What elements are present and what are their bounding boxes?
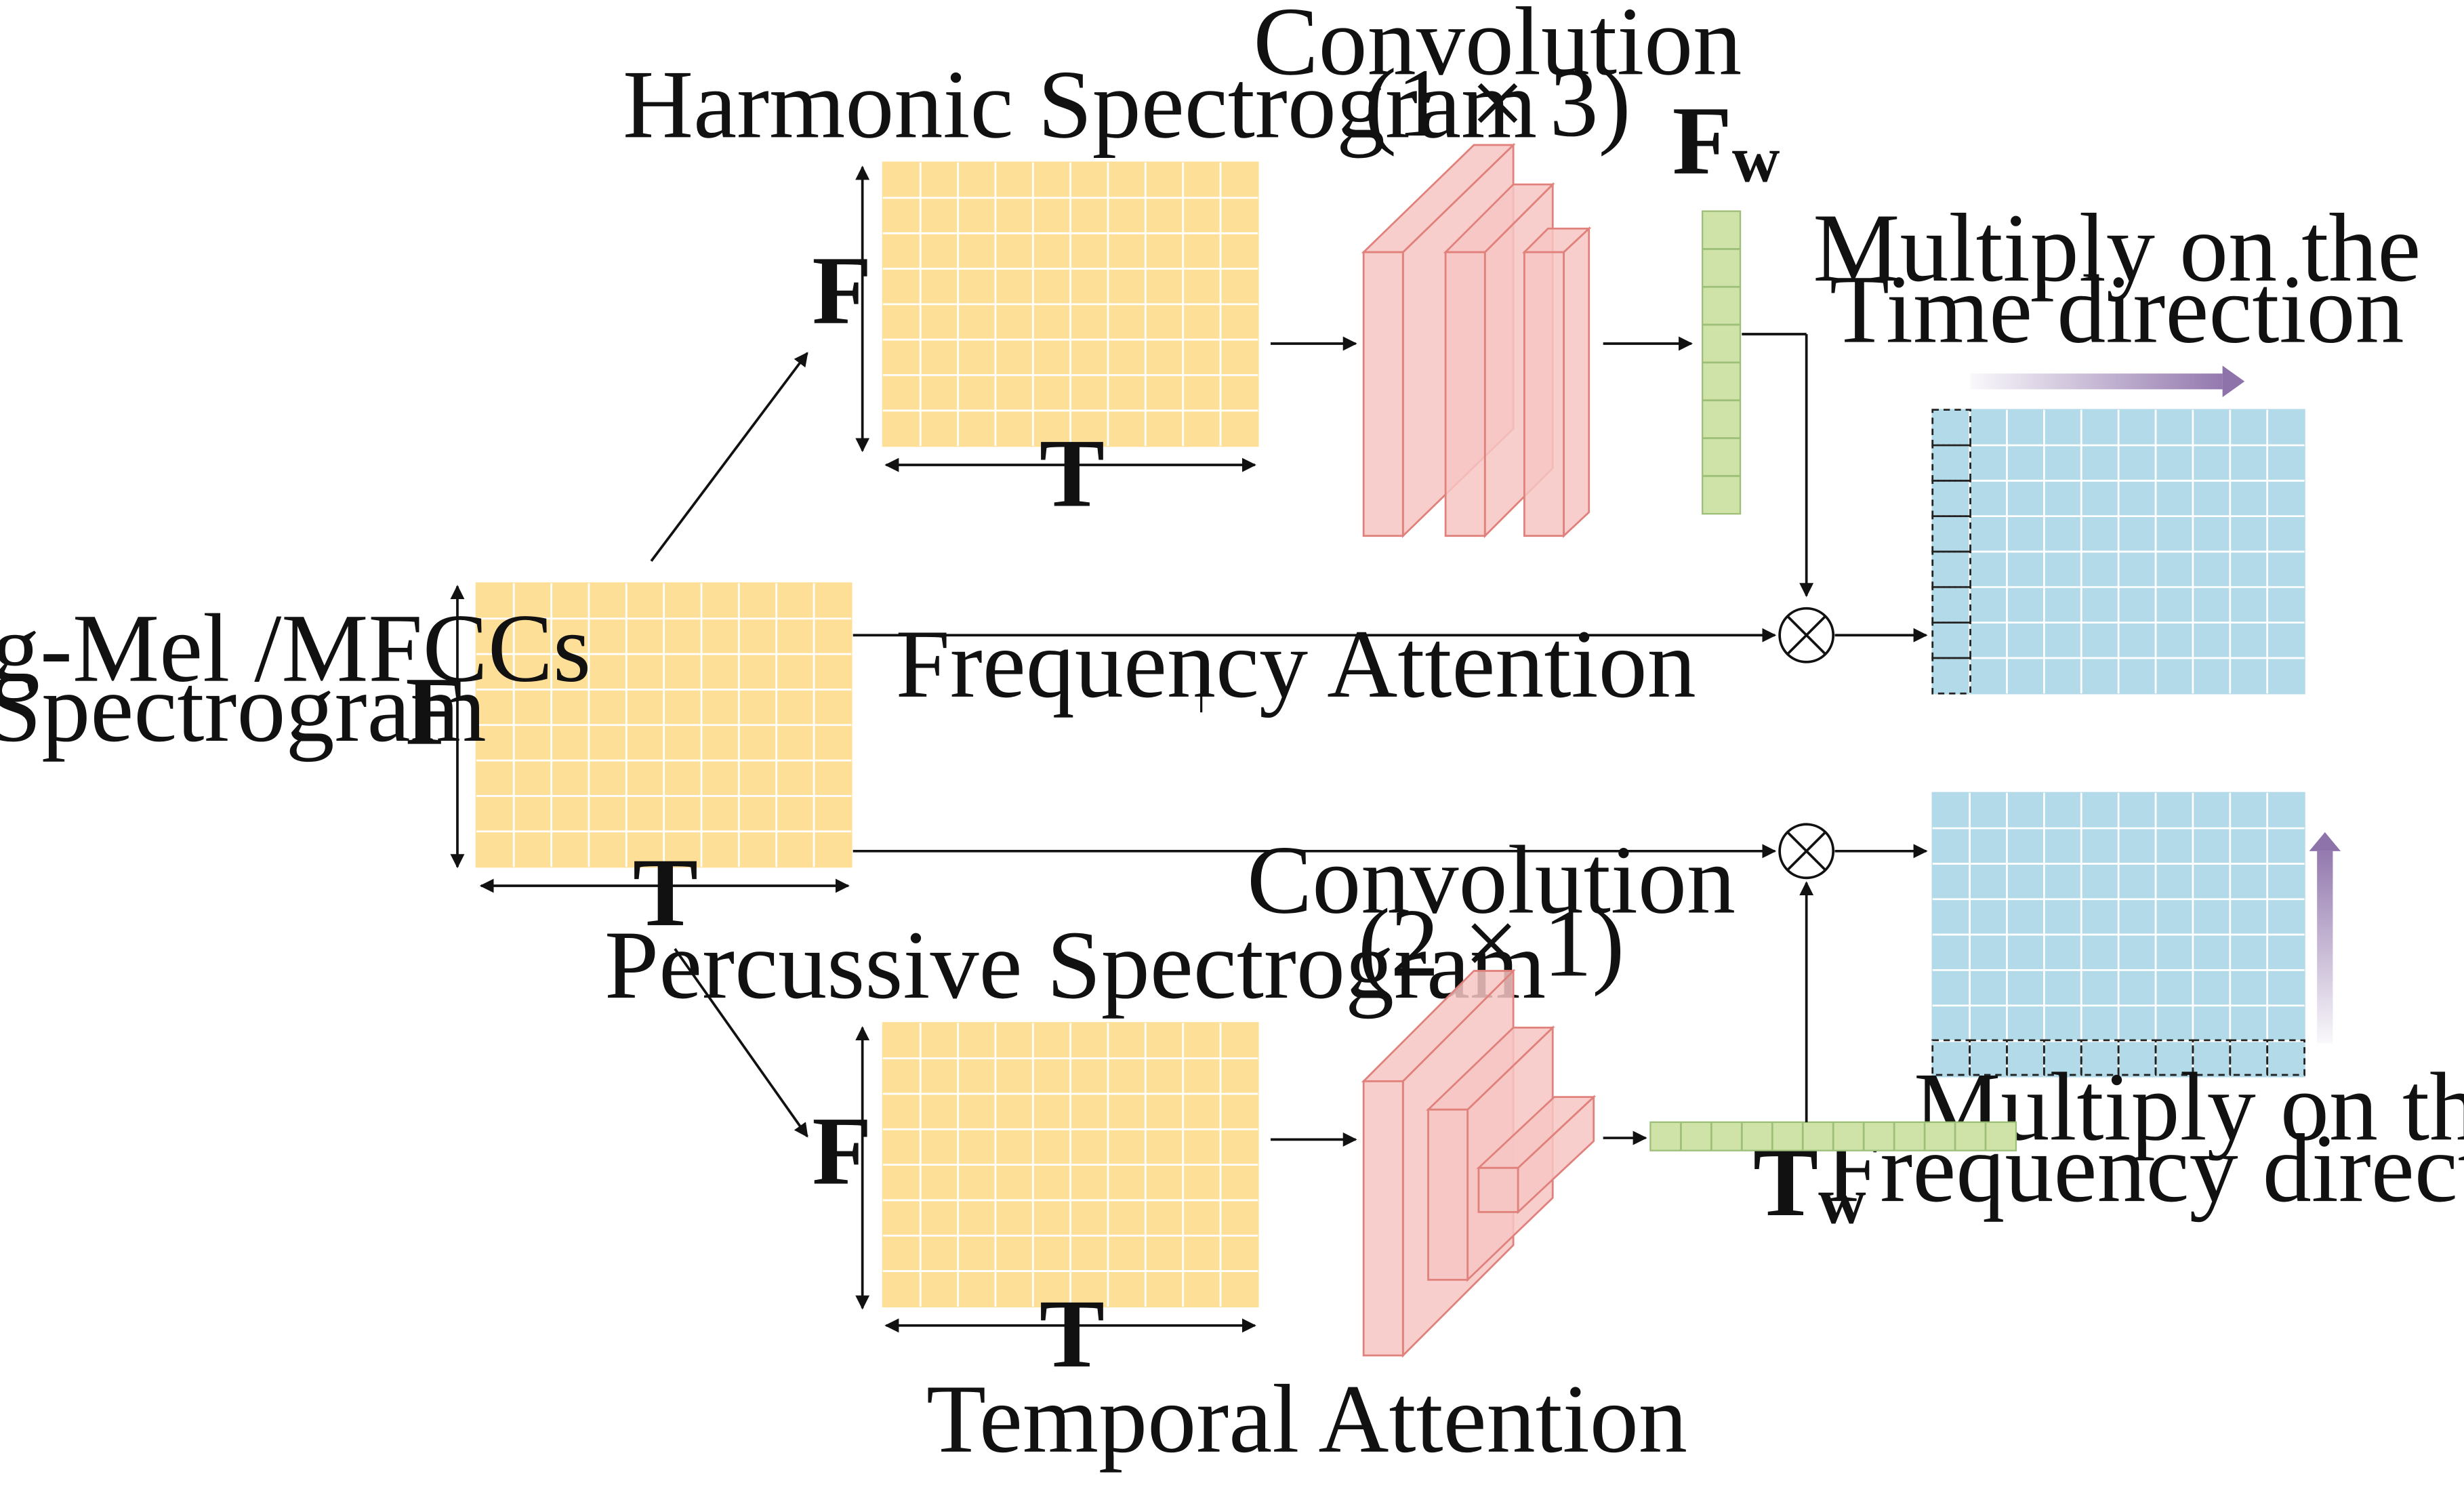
output-time-weighted xyxy=(1931,409,2305,695)
conv-bottom-layer3-front xyxy=(1477,1166,1519,1213)
weighted-cell xyxy=(1931,515,1971,553)
percussive-spectrogram xyxy=(882,1022,1259,1308)
conv-top-layer3-side xyxy=(1563,226,1590,538)
percussive-title: Percussive Spectrogram xyxy=(604,912,1546,1019)
tw-label: Tw xyxy=(1753,1129,1866,1238)
input-spectrogram-grid xyxy=(475,582,853,868)
input-t-axis-label: T xyxy=(633,839,698,947)
percussive-t-axis-label: T xyxy=(1040,1280,1105,1388)
weighted-cell xyxy=(1931,657,1971,695)
fw-weight-cells xyxy=(1702,210,1742,515)
to-harmonic-arrow xyxy=(650,352,808,563)
output-frequency-weighted xyxy=(1931,792,2305,1078)
tw-weight-cells xyxy=(1649,1121,2017,1151)
output-frequency-weighted-row xyxy=(1931,1039,2305,1076)
harmonic-t-axis-label: T xyxy=(1040,420,1105,528)
weighted-cell xyxy=(2192,1039,2232,1076)
fw-label-sub: w xyxy=(1732,123,1780,196)
multiply-top-icon xyxy=(1778,607,1835,663)
conv-bottom-title: Convolution xyxy=(1247,827,1736,935)
tw-label-sub: w xyxy=(1818,1165,1866,1238)
output-time-weighted-column xyxy=(1931,409,1971,695)
input-f-axis-label: F xyxy=(405,658,465,766)
weighted-cell xyxy=(2154,1039,2194,1076)
conv-top-layer2-front xyxy=(1444,251,1486,537)
fw-label: Fw xyxy=(1672,87,1780,197)
conv-top-layer1-front xyxy=(1362,251,1404,537)
tw-label-main: T xyxy=(1753,1129,1818,1237)
harmonic-f-axis-label: F xyxy=(812,237,871,345)
weighted-cell xyxy=(2266,1039,2305,1076)
weighted-cell xyxy=(2006,1039,2045,1076)
fw-weight-vector xyxy=(1702,210,1742,515)
freq-attention-label: Frequency Attention xyxy=(896,611,1696,718)
weighted-cell xyxy=(1931,409,1971,447)
input-spectrogram xyxy=(475,582,853,868)
weighted-cell xyxy=(1931,1039,1971,1076)
time-direction-arrow xyxy=(1970,365,2245,398)
temporal-attention-label: Temporal Attention xyxy=(926,1366,1687,1473)
weighted-cell xyxy=(2080,1039,2120,1076)
output-time-dashed-cells xyxy=(1931,409,1971,695)
weighted-cell xyxy=(1931,586,1971,624)
weighted-cell xyxy=(1931,444,1971,482)
weighted-cell xyxy=(1931,550,1971,588)
input-label-line2: Spectrogram xyxy=(0,655,487,762)
conv-top-kernel: (1 × 3) xyxy=(1364,49,1631,157)
percussive-spectrogram-grid xyxy=(882,1022,1259,1308)
weighted-cell xyxy=(2042,1039,2082,1076)
conv-top-title: Convolution xyxy=(1253,0,1742,96)
conv-bottom-stack xyxy=(1361,968,1597,1358)
output-frequency-weighted-grid xyxy=(1931,792,2305,1078)
output-time-weighted-grid xyxy=(1931,409,2305,695)
time-direction-line2: Time direction xyxy=(1830,256,2404,364)
tw-weight-vector xyxy=(1649,1121,2017,1151)
frequency-direction-arrow xyxy=(2309,832,2341,1044)
weighted-cell xyxy=(2229,1039,2269,1076)
harmonic-spectrogram-grid xyxy=(882,161,1259,447)
time-direction-line1: Multiply on the xyxy=(1813,195,2421,302)
conv-top-stack xyxy=(1361,142,1592,539)
fw-label-main: F xyxy=(1672,87,1732,195)
weighted-cell xyxy=(1969,1039,2008,1076)
weighted-cell xyxy=(1931,621,1971,659)
weighted-cell xyxy=(2117,1039,2157,1076)
output-frequency-dashed-cells xyxy=(1931,1039,2305,1076)
multiply-bottom-icon xyxy=(1778,823,1835,880)
conv-bottom-layer1-front xyxy=(1362,1080,1404,1357)
conv-bottom-layer2-front xyxy=(1427,1108,1469,1281)
weighted-cell xyxy=(1931,479,1971,518)
harmonic-spectrogram xyxy=(882,161,1259,447)
percussive-f-axis-label: F xyxy=(812,1098,871,1206)
to-percussive-arrow xyxy=(674,947,808,1138)
input-label-line1: Log-Mel /MFCCs xyxy=(0,595,591,703)
harmonic-title: Harmonic Spectrogram xyxy=(623,51,1537,159)
conv-top-layer3-front xyxy=(1523,251,1565,537)
